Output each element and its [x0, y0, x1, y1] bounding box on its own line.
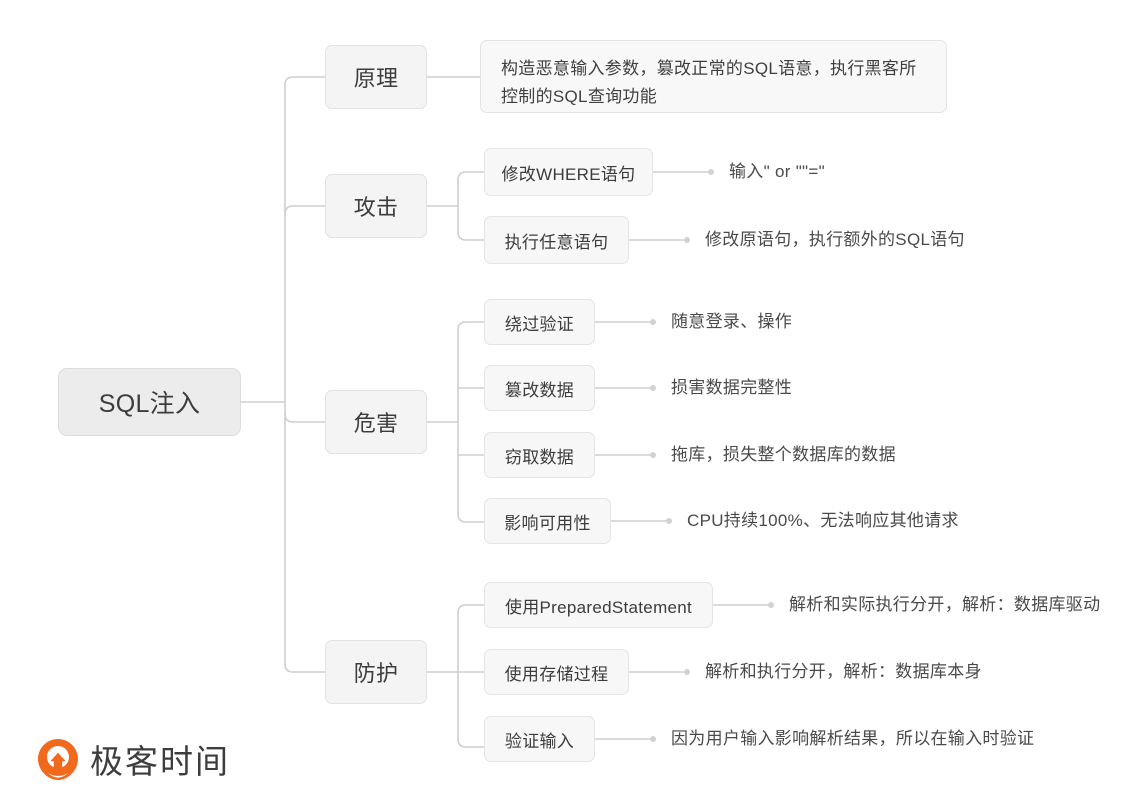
- elbow-gongji: [284, 205, 326, 215]
- child-node-modify-where[interactable]: 修改WHERE语句: [484, 148, 653, 196]
- description-text: 构造恶意输入参数，篡改正常的SQL语意，执行黑客所控制的SQL查询功能: [501, 59, 917, 107]
- note-arbitrary-statement: 修改原语句，执行额外的SQL语句: [705, 230, 965, 249]
- note-steal-data: 拖库，损失整个数据库的数据: [671, 445, 896, 464]
- brand-name: 极客时间: [90, 742, 230, 781]
- elbow-yuanli: [284, 76, 326, 86]
- note-prepared-statement: 解析和实际执行分开，解析：数据库驱动: [789, 595, 1101, 614]
- child-label: 使用PreparedStatement: [504, 597, 693, 617]
- child-label: 篡改数据: [504, 380, 575, 400]
- note-modify-where: 输入" or ""=": [729, 162, 825, 181]
- child-node-tamper-data[interactable]: 篡改数据: [484, 365, 595, 411]
- branch-label: 攻击: [353, 195, 399, 220]
- child-node-prepared-statement[interactable]: 使用PreparedStatement: [484, 582, 713, 628]
- elbow-weihai-4: [457, 513, 485, 523]
- brand-logo: 极客时间: [36, 735, 230, 783]
- child-label: 验证输入: [504, 731, 575, 751]
- child-label: 执行任意语句: [504, 232, 609, 252]
- geektime-circle-icon: [36, 737, 80, 781]
- branch-label: 原理: [353, 66, 399, 91]
- elbow-weihai: [284, 413, 326, 423]
- child-label: 影响可用性: [504, 513, 591, 533]
- root-node-label: SQL注入: [98, 390, 201, 418]
- elbow-fanghu-1: [457, 604, 485, 614]
- branch-node-attack[interactable]: 攻击: [325, 174, 427, 238]
- child-node-stored-procedure[interactable]: 使用存储过程: [484, 649, 629, 695]
- branch-node-defense[interactable]: 防护: [325, 640, 427, 704]
- child-label: 窃取数据: [504, 447, 575, 467]
- branch-label: 危害: [353, 411, 399, 436]
- branch-node-principle[interactable]: 原理: [325, 45, 427, 109]
- child-node-availability[interactable]: 影响可用性: [484, 498, 611, 544]
- root-node[interactable]: SQL注入: [58, 368, 241, 436]
- elbow-fanghu-3: [457, 738, 485, 748]
- note-availability: CPU持续100%、无法响应其他请求: [687, 511, 959, 530]
- child-node-bypass-auth[interactable]: 绕过验证: [484, 299, 595, 345]
- child-label: 使用存储过程: [504, 664, 609, 684]
- child-node-steal-data[interactable]: 窃取数据: [484, 432, 595, 478]
- child-label: 绕过验证: [504, 314, 575, 334]
- elbow-weihai-1: [457, 321, 485, 331]
- branch-label: 防护: [353, 661, 399, 686]
- child-label: 修改WHERE语句: [501, 164, 636, 184]
- child-node-arbitrary-statement[interactable]: 执行任意语句: [484, 216, 629, 264]
- elbow-gongji-2: [457, 231, 485, 241]
- note-tamper-data: 损害数据完整性: [671, 378, 793, 397]
- description-box-principle: 构造恶意输入参数，篡改正常的SQL语意，执行黑客所控制的SQL查询功能: [480, 40, 947, 113]
- note-validate-input: 因为用户输入影响解析结果，所以在输入时验证: [671, 729, 1035, 748]
- elbow-gongji-1: [457, 171, 485, 181]
- note-stored-procedure: 解析和执行分开，解析：数据库本身: [705, 662, 982, 681]
- child-node-validate-input[interactable]: 验证输入: [484, 716, 595, 762]
- branch-node-harm[interactable]: 危害: [325, 390, 427, 454]
- elbow-fanghu: [284, 663, 326, 673]
- note-bypass-auth: 随意登录、操作: [671, 312, 793, 331]
